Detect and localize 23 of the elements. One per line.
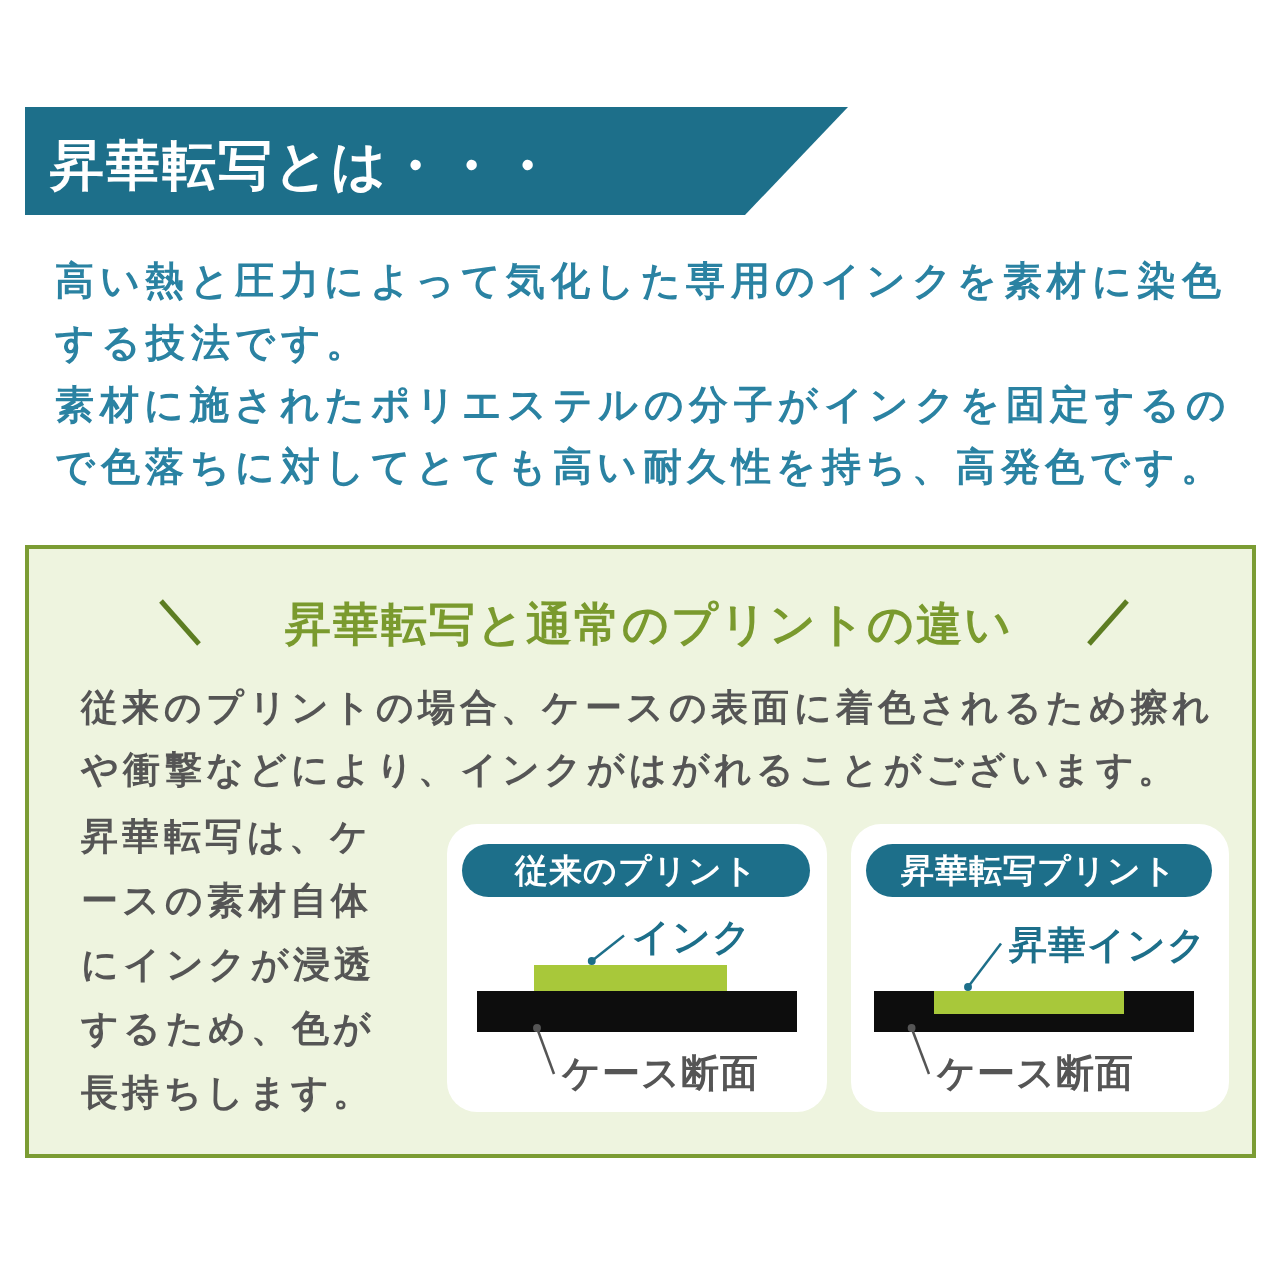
comparison-panel [25,545,1256,1158]
part-label: ケース断面 [937,1050,1134,1097]
intro-paragraph: 素材に施されたポリエステルの分子がインクを固定するので色落ちに対してとても高い耐久性を持ち、高発色です。 [55,381,1232,491]
leader-line [907,1024,931,1075]
card-heading: 昇華転写プリント [866,844,1212,897]
leader-line [533,1024,556,1075]
part-label: ケース断面 [562,1050,759,1097]
title: 昇華転写とは・・・ [50,133,556,199]
sublimation-paragraph: 昇華転写は、ケースの素材自体にインクが浸透するため、色が長持ちします。 [81,814,377,1116]
panel-heading: 昇華転写と通常のプリントの違い [284,596,1014,653]
leader-line [587,934,625,965]
intro-paragraph: 高い熱と圧力によって気化した専用のインクを素材に染色する技法です。 [55,257,1227,367]
comparison-card [447,824,827,1112]
case-cross-section [874,991,1194,1032]
leader-line [964,942,1002,991]
card-heading: 従来のプリント [462,844,810,897]
ink-layer [534,965,727,991]
part-label: インク [632,914,752,961]
case-cross-section [477,991,797,1032]
comparison-paragraph: 従来のプリントの場合、ケースの表面に着色されるため擦れや衝撃などにより、インクがはがれることがございます。 [81,685,1216,793]
sublimation-ink-layer [934,991,1124,1014]
part-label: 昇華インク [1009,922,1207,969]
comparison-card [851,824,1229,1112]
